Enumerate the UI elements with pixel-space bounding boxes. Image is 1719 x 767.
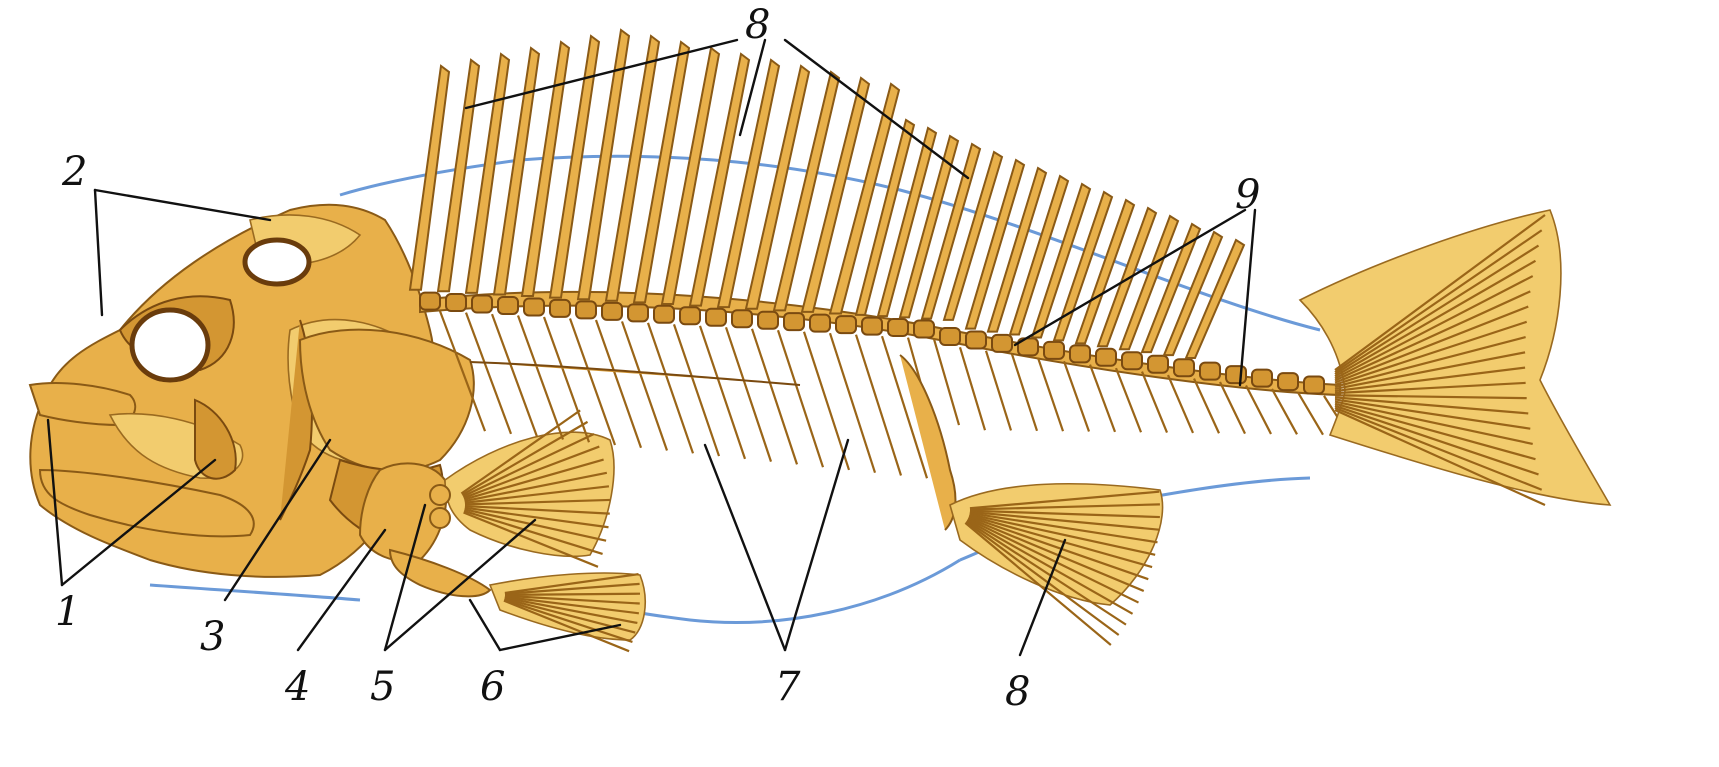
rib: [622, 321, 667, 450]
label-8-dorsal-fins: 8: [745, 2, 770, 48]
rib: [518, 316, 563, 440]
rib: [648, 323, 693, 453]
vertebra: [784, 313, 804, 330]
vertebra: [1122, 352, 1142, 369]
vertebra: [1278, 373, 1298, 390]
rib: [726, 327, 771, 461]
vertebra: [836, 316, 856, 333]
label-8-anal-fin: 8: [1005, 669, 1030, 715]
rib: [596, 320, 641, 448]
vertebra: [1096, 349, 1116, 366]
vertebra: [1226, 366, 1246, 383]
rib: [1168, 375, 1193, 433]
pelvic-fin: [390, 550, 645, 651]
vertebra: [940, 328, 960, 345]
rib: [830, 333, 875, 473]
vertebra: [1070, 345, 1090, 362]
rib: [544, 317, 589, 442]
rib: [778, 330, 823, 467]
rib: [934, 339, 959, 425]
vertebra: [654, 306, 674, 323]
rib: [804, 332, 849, 470]
vertebra: [1174, 359, 1194, 376]
long-rib: [470, 362, 800, 385]
rib: [674, 324, 719, 456]
vertebra: [706, 309, 726, 326]
pelvic-ray: [505, 594, 640, 595]
rib: [1038, 358, 1063, 431]
vertebra: [810, 315, 830, 332]
vertebra: [914, 321, 934, 338]
vertebra: [888, 319, 908, 336]
vertebra: [1200, 363, 1220, 380]
rib: [492, 314, 537, 437]
rib: [1064, 361, 1089, 431]
rib: [1116, 368, 1141, 432]
rib: [856, 335, 901, 476]
vertebra: [576, 301, 596, 318]
label-1-jaws: 1: [55, 589, 80, 635]
vertebra: [992, 335, 1012, 352]
rib: [570, 318, 615, 445]
vertebra: [1304, 377, 1324, 394]
rib: [960, 347, 985, 430]
vertebra: [420, 293, 440, 310]
vertebra: [680, 307, 700, 324]
label-9-vertebral-column: 9: [1235, 172, 1260, 218]
label-4-shoulder-girdle: 4: [284, 664, 310, 710]
vertebra: [602, 303, 622, 320]
vertebra: [498, 297, 518, 314]
vertebra: [1148, 356, 1168, 373]
vertebra: [628, 304, 648, 321]
label-7-ribs: 7: [775, 664, 801, 710]
vertebra: [966, 331, 986, 348]
rib: [752, 329, 797, 465]
dorsal-spine: [662, 48, 719, 304]
rib: [986, 351, 1011, 431]
label-3-operculum: 3: [200, 614, 225, 660]
vertebra: [758, 312, 778, 329]
label-2-skull: 2: [61, 149, 87, 195]
rib: [1194, 379, 1219, 434]
rib: [700, 326, 745, 459]
vertebra: [550, 300, 570, 317]
dorsal-fin-spines: [410, 30, 899, 313]
rib: [1090, 365, 1115, 432]
vertebra: [472, 296, 492, 313]
vertebra: [1044, 342, 1064, 359]
rib: [1012, 354, 1037, 431]
vertebra: [862, 318, 882, 335]
caudal-fin: [1300, 210, 1610, 505]
label-5-pectoral-fin: 5: [370, 664, 395, 710]
rib: [1142, 372, 1167, 433]
vertebra: [1252, 370, 1272, 387]
dorsal-spine: [718, 60, 779, 307]
anal-fin: [900, 355, 1163, 645]
rib: [1220, 382, 1245, 434]
dorsal-spine: [746, 66, 809, 309]
rib: [1246, 385, 1271, 433]
vertebra: [524, 298, 544, 315]
vertebra: [732, 310, 752, 327]
label-6-pelvic-fin: 6: [480, 664, 505, 710]
rib: [1272, 389, 1297, 434]
rib: [1298, 392, 1323, 434]
vertebra: [446, 294, 466, 311]
dorsal-spine: [690, 54, 749, 306]
